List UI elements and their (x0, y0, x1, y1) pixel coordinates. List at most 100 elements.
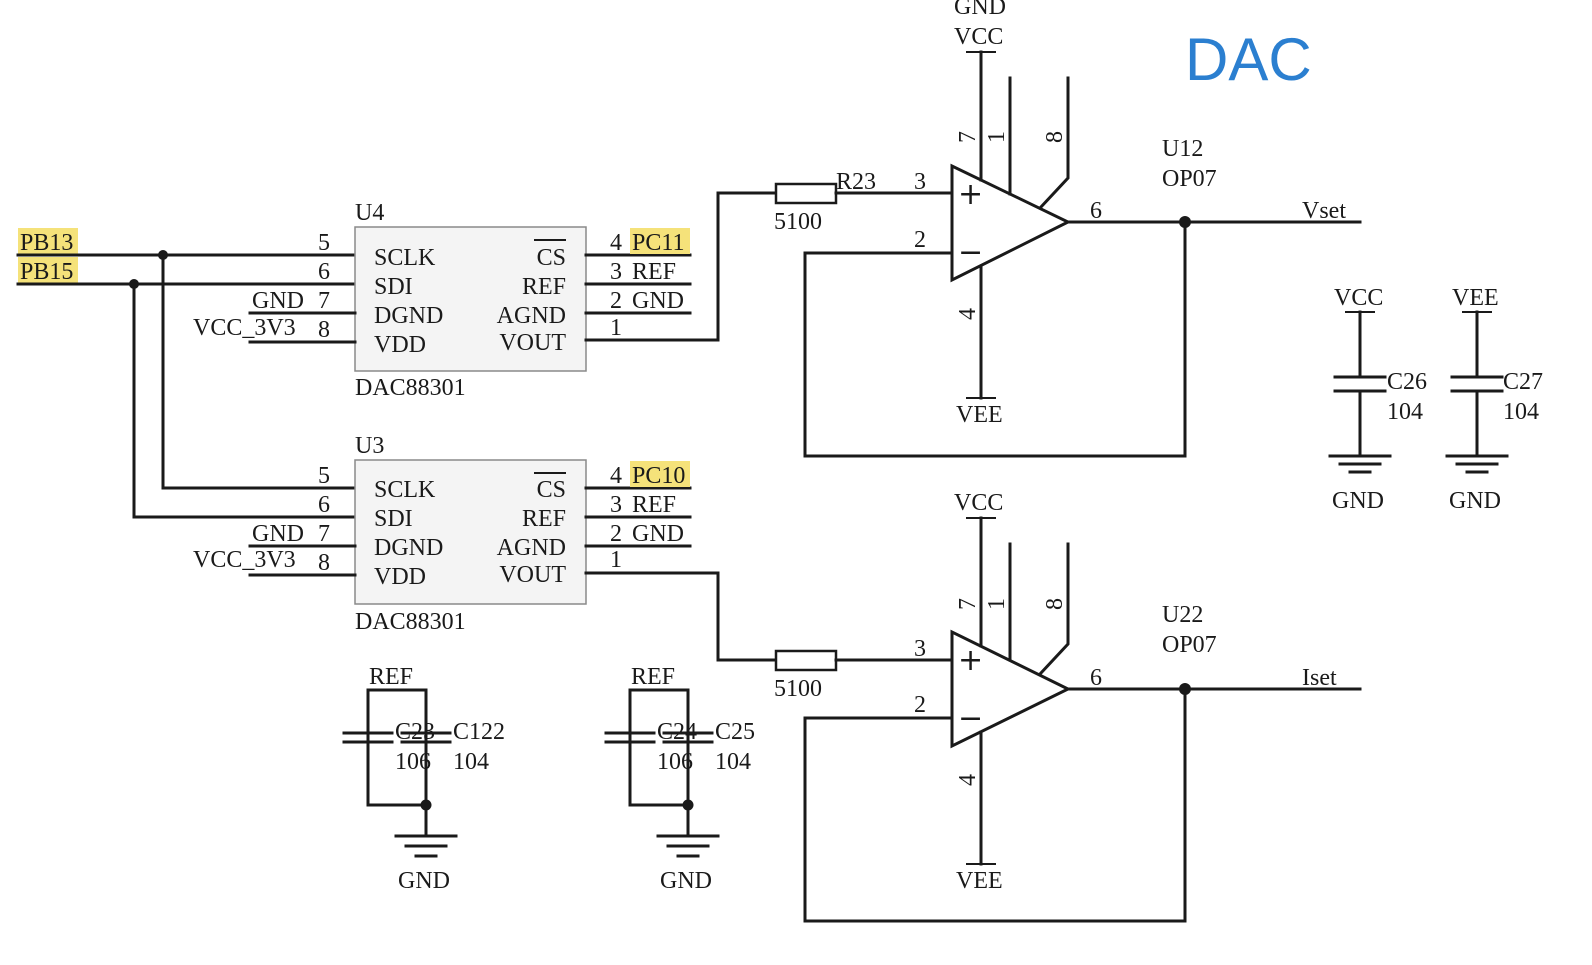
c122-plates (400, 731, 452, 744)
u12-ref: U12 (1162, 136, 1203, 162)
c23-value: 106 (395, 749, 431, 775)
u3-pin6-num: 6 (318, 492, 330, 518)
u3-pin-sdi: SDI (374, 506, 413, 532)
u4-vdd-net: VCC_3V3 (193, 315, 296, 341)
u22-pin7-num: 7 (955, 598, 981, 610)
u4-pin-sclk: SCLK (374, 245, 436, 271)
c26-plates (1333, 375, 1387, 393)
u12-plus-sign: + (958, 177, 983, 212)
u4-ref-net: REF (632, 259, 676, 285)
c27-ground-icon (1445, 454, 1509, 474)
u22-opamp-stage: 5100 3 2 + − 6 Iset U22 OP07 VCC 7 1 8 4… (584, 490, 1362, 923)
net-label-pc11: PC11 (632, 230, 684, 256)
ref-net-label-1: REF (369, 664, 413, 690)
u12-gnd-top-label: GND (954, 0, 1006, 20)
c23-ref: C23 (395, 719, 435, 745)
u12-minus-sign: − (958, 235, 983, 270)
u22-vcc-label: VCC (954, 490, 1003, 516)
u4-pin-cs: CS (537, 245, 566, 271)
u12-pin8-num: 8 (1042, 131, 1068, 143)
u4-agnd-net: GND (632, 288, 684, 314)
u4-dac-chip: U4 DAC88301 5 6 7 8 GND VCC_3V3 SCLK SDI… (193, 200, 692, 401)
c26-decoupling: VCC C26 104 GND (1328, 285, 1427, 514)
c27-decoupling: VEE C27 104 GND (1445, 285, 1543, 514)
wire-sclk-u3 (161, 253, 357, 490)
ref-caps-2-loop (628, 688, 690, 807)
u22-vee-label: VEE (956, 868, 1003, 894)
ref-net-label-2: REF (631, 664, 675, 690)
pb13-highlight (18, 228, 78, 254)
u22-minus-sign: − (958, 701, 983, 736)
c122-value: 104 (453, 749, 489, 775)
u22-pin2-num: 2 (914, 692, 926, 718)
c26-net-label: VCC (1334, 285, 1383, 311)
u4-pin-sdi: SDI (374, 274, 413, 300)
u3-pin2-num: 2 (610, 521, 622, 547)
c25-value: 104 (715, 749, 751, 775)
u3-pin-dgnd: DGND (374, 535, 443, 561)
ref-caps-u4: REF C23 106 C122 104 GND (342, 664, 505, 894)
u12-pin4-num: 4 (955, 308, 981, 320)
u12-pin3-num: 3 (914, 169, 926, 195)
junction-sclk (158, 250, 168, 260)
u12-pin8-wire (1037, 76, 1070, 211)
ref-caps-1-gnd-label: GND (398, 868, 450, 894)
u22-ref: U22 (1162, 602, 1203, 628)
u3-pin-vdd: VDD (374, 564, 426, 590)
wire-u4-vout (584, 191, 778, 342)
c26-gnd-label: GND (1332, 488, 1384, 514)
pb15-highlight (18, 257, 78, 283)
u22-pin1-num: 1 (984, 598, 1010, 610)
u4-body (354, 226, 587, 372)
resistor-r23 (774, 182, 838, 205)
c27-gnd-label: GND (1449, 488, 1501, 514)
pc10-highlight (630, 461, 690, 487)
u3-dgnd-net: GND (252, 521, 304, 547)
schematic-title: DAC (1185, 26, 1312, 93)
u3-pin-ref: REF (522, 506, 566, 532)
u3-pin-vout: VOUT (499, 562, 566, 588)
r23-value: 5100 (774, 209, 822, 235)
u12-out-junction (1179, 216, 1191, 228)
u12-part: OP07 (1162, 166, 1217, 192)
u4-pin-vdd: VDD (374, 332, 426, 358)
ref-caps-u3: REF C24 106 C25 104 GND (604, 664, 755, 894)
input-bus: PB13 PB15 (16, 228, 357, 519)
u3-pin7-num: 7 (318, 521, 330, 547)
net-label-vset: Vset (1302, 198, 1346, 224)
u3-vdd-net: VCC_3V3 (193, 547, 296, 573)
ref-caps-2-ground-icon (656, 834, 720, 858)
u3-pin-sclk: SCLK (374, 477, 436, 503)
u12-pin6-num: 6 (1090, 198, 1102, 224)
net-label-pc10: PC10 (632, 463, 685, 489)
ref-caps-1-ground-icon (394, 834, 458, 858)
u4-pin-ref: REF (522, 274, 566, 300)
c26-ground-icon (1328, 454, 1392, 474)
u4-pin-dgnd: DGND (374, 303, 443, 329)
u3-part: DAC88301 (355, 609, 466, 635)
ref-caps-2-gnd-label: GND (660, 868, 712, 894)
r23-ref: R23 (836, 169, 876, 195)
u22-plus-sign: + (958, 643, 983, 678)
u4-pin8-num: 8 (318, 317, 330, 343)
c25-plates (662, 731, 714, 744)
u4-part: DAC88301 (355, 375, 466, 401)
u4-dgnd-net: GND (252, 288, 304, 314)
c27-value: 104 (1503, 399, 1539, 425)
net-label-pb15: PB15 (20, 259, 73, 285)
u4-pin-vout: VOUT (499, 330, 566, 356)
c27-plates (1450, 375, 1504, 393)
c26-value: 104 (1387, 399, 1423, 425)
c26-ref: C26 (1387, 369, 1427, 395)
u3-pin3-num: 3 (610, 492, 622, 518)
c23-plates (342, 731, 394, 744)
u4-pin6-num: 6 (318, 259, 330, 285)
resistor-r-u22 (774, 649, 838, 672)
wire-u3-vout (584, 571, 778, 662)
u22-pin8-wire (1037, 542, 1070, 677)
u4-ref: U4 (355, 200, 384, 226)
u3-pin5-num: 5 (318, 463, 330, 489)
u4-pin1-num: 1 (610, 315, 622, 341)
junction-sdi (129, 279, 139, 289)
r-u22-value: 5100 (774, 676, 822, 702)
